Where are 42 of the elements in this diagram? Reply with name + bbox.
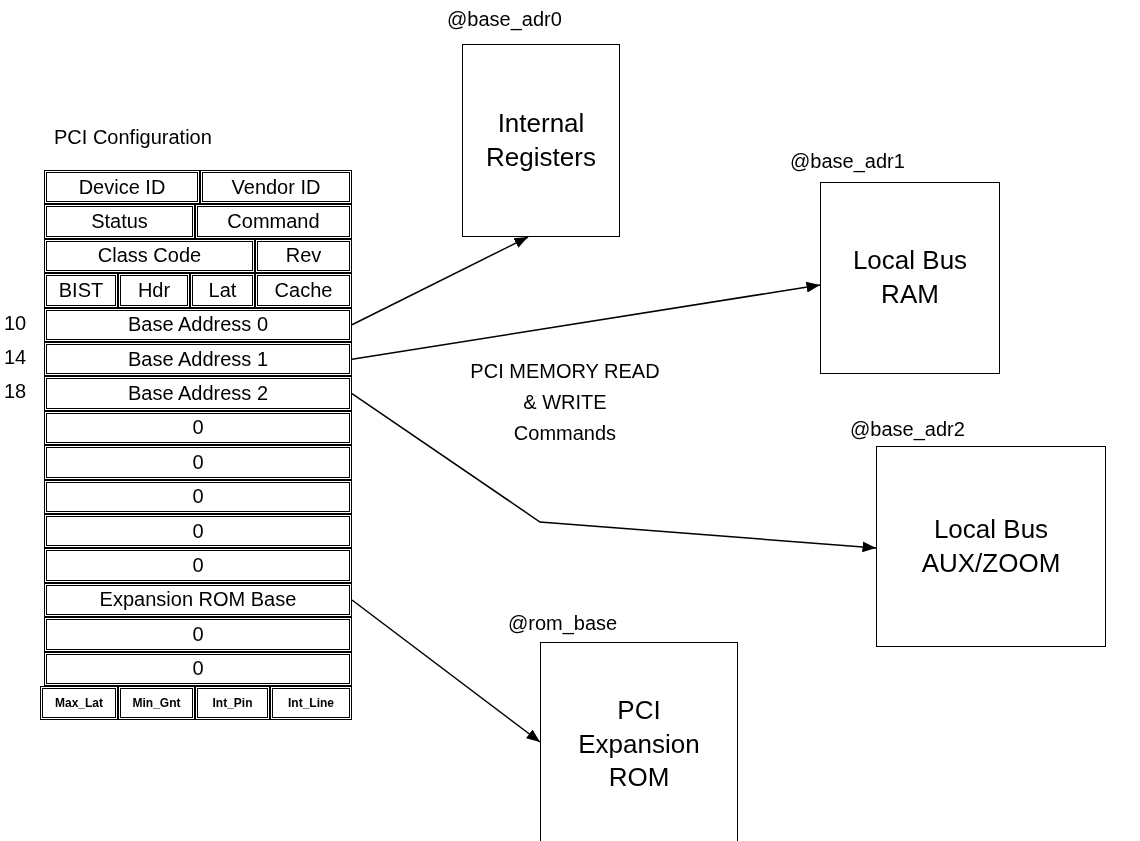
register-field: Base Address 2 [44, 376, 352, 411]
register-field: 0 [44, 617, 352, 652]
arrow [351, 281, 821, 360]
register-field: Class Code [44, 238, 255, 274]
register-field: Device ID [44, 170, 200, 205]
register-field: Cache [255, 273, 352, 308]
table-title: PCI Configuration [54, 126, 212, 149]
register-field: Expansion ROM Base [44, 582, 352, 618]
register-field: 0 [44, 410, 352, 446]
register-field: 0 [44, 514, 352, 549]
register-field: Int_Pin [195, 686, 270, 721]
register-field: 0 [44, 548, 352, 583]
block-title: Local Bus RAM [851, 244, 969, 311]
register-field: Rev [255, 238, 352, 274]
address-label: @base_adr2 [850, 418, 965, 441]
address-label: @rom_base [508, 612, 618, 635]
register-field: Hdr [118, 273, 190, 308]
register-field: Status [44, 204, 195, 239]
register-field: Command [195, 204, 352, 239]
arrow [351, 392, 877, 553]
register-field: Vendor ID [200, 170, 352, 205]
register-field: Base Address 0 [44, 307, 352, 342]
register-field: Min_Gnt [118, 686, 195, 721]
address-label: @base_adr0 [447, 8, 562, 31]
arrow [351, 236, 529, 326]
block-title: Local Bus AUX/ZOOM [920, 512, 1062, 580]
block-title: PCI Expansion ROM [577, 693, 701, 795]
offset-label: 14 [4, 346, 27, 369]
register-field: Max_Lat [40, 686, 118, 721]
register-field: 0 [44, 479, 352, 514]
register-field: 0 [44, 445, 352, 480]
block-title: Internal Registers [485, 106, 597, 174]
register-field: Lat [190, 273, 255, 308]
register-field: 0 [44, 651, 352, 686]
offset-label: 18 [4, 380, 27, 404]
address-label: @base_adr1 [790, 150, 905, 173]
arrow [351, 599, 541, 743]
note-text: PCI MEMORY READ & WRITE Commands [470, 359, 660, 446]
offset-label: 10 [4, 311, 27, 335]
register-field: BIST [44, 273, 118, 308]
register-field: Base Address 1 [44, 342, 352, 377]
register-field: Int_Line [270, 686, 352, 721]
